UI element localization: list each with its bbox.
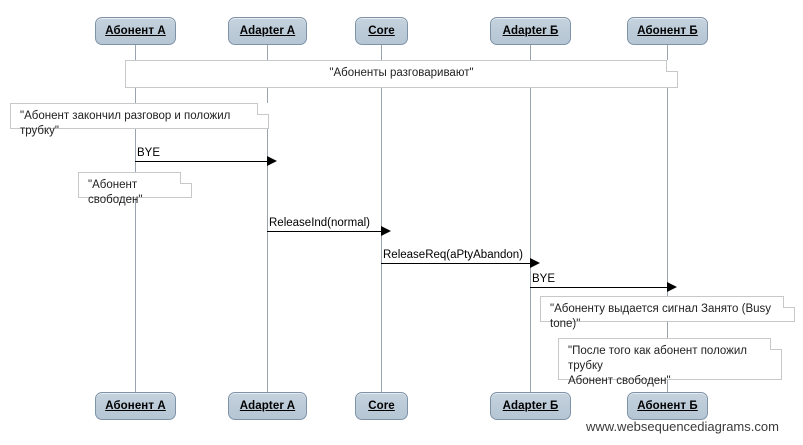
arrow-head-icon [267,156,277,167]
participant-label: Adapter Б [502,25,559,37]
participant-label: Абонент А [105,25,166,37]
arrow-head-icon [381,226,391,237]
participant-bottom-core[interactable]: Core [355,392,408,420]
message-label: ReleaseInd(normal) [269,217,370,229]
participant-top-abonent-b[interactable]: Абонент Б [627,17,708,45]
note-abonenty-razgovarivayut: "Абоненты разговаривают" [125,60,678,88]
lifeline-abonent-a [135,44,136,392]
participant-label: Adapter Б [502,400,559,412]
message-bye-a: BYE [135,138,279,167]
participant-top-adapter-b[interactable]: Adapter Б [490,17,571,45]
participant-label: Абонент Б [637,25,698,37]
lifeline-adapter-b [530,44,531,392]
participant-bottom-abonent-a[interactable]: Абонент А [95,392,176,420]
message-label: ReleaseReq(aPtyAbandon) [383,249,524,261]
note-text: "Абоненту выдается сигнал Занято (Busy t… [550,303,772,330]
note-abonent-svoboden: "Абонент свободен" [78,172,192,206]
lifeline-adapter-a [267,44,268,392]
note-text: "Абонент закончил разговор и положил тру… [20,110,231,137]
note-text: "После того как абонент положил трубку А… [568,345,748,387]
note-posle-togo-kak: "После того как абонент положил трубку А… [558,338,782,387]
note-fold-cover [784,296,795,307]
message-label: BYE [532,273,556,285]
participant-label: Adapter A [239,400,296,412]
participant-label: Core [368,400,395,412]
participant-bottom-abonent-b[interactable]: Абонент Б [627,392,708,420]
message-release-ind: ReleaseInd(normal) [267,208,393,237]
message-line [530,287,668,288]
message-bye-b: BYE [530,264,679,293]
note-text: "Абонент свободен" [88,179,143,206]
watermark: www.websequencediagrams.com [586,419,779,434]
participant-top-core[interactable]: Core [355,17,408,45]
message-label: BYE [137,147,161,159]
note-abonent-zakonchil: "Абонент закончил разговор и положил тру… [10,103,269,137]
note-fold-cover [181,172,192,183]
participant-top-adapter-a[interactable]: Adapter A [228,17,307,45]
participant-label: Абонент А [105,400,166,412]
note-fold-cover [667,60,678,71]
lifeline-core [381,44,382,392]
message-release-req: ReleaseReq(aPtyAbandon) [381,240,542,269]
note-fold-cover [771,338,782,349]
arrow-head-icon [530,258,540,269]
participant-bottom-adapter-a[interactable]: Adapter A [228,392,307,420]
message-line [135,161,268,162]
participant-bottom-adapter-b[interactable]: Adapter Б [490,392,571,420]
participant-label: Adapter A [239,25,296,37]
note-fold-cover [258,103,269,114]
participant-label: Абонент Б [637,400,698,412]
arrow-head-icon [667,282,677,293]
participant-label: Core [368,25,395,37]
message-line [267,231,382,232]
lifeline-abonent-b [667,44,668,392]
note-busy-tone: "Абоненту выдается сигнал Занято (Busy t… [540,296,795,330]
message-line [381,263,531,264]
note-text: "Абоненты разговаривают" [329,67,474,79]
participant-top-abonent-a[interactable]: Абонент А [95,17,176,45]
